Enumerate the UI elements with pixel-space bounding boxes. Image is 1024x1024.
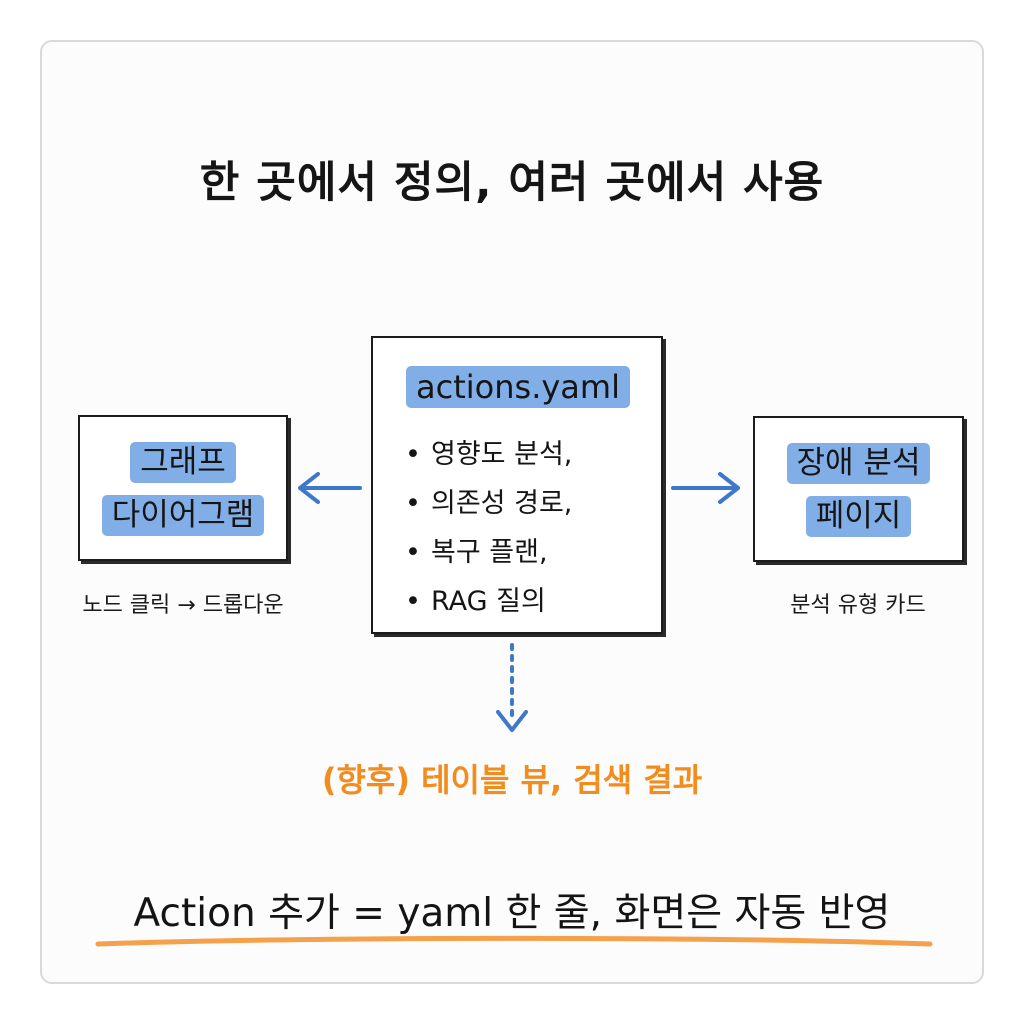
bullet-dot: • [405,488,421,519]
bottom-summary: Action 추가 = yaml 한 줄, 화면은 자동 반영 [133,891,891,936]
diagram-title: 한 곳에서 정의, 여러 곳에서 사용 [199,158,825,208]
bullet-dot: • [405,439,421,470]
graph-diagram-label-line1: 그래프 [130,442,236,484]
action-item: • 의존성 경로, [405,479,572,528]
actions-yaml-box: actions.yaml • 영향도 분석, • 의존성 경로, • 복구 플랜, •… [371,336,663,634]
incident-analysis-label-line1-wrap: 장애 분석 [755,443,962,485]
action-item-label: RAG 질의 [431,586,546,617]
incident-analysis-label-line2: 페이지 [805,496,912,538]
action-item-label: 복구 플랜, [431,537,548,568]
bullet-dot: • [405,537,421,568]
bullet-dot: • [405,586,421,617]
underline-stroke [95,935,933,947]
graph-diagram-label-line2-wrap: 다이어그램 [80,495,286,537]
action-item-label: 영향도 분석, [431,439,573,470]
action-item: • 영향도 분석, [405,430,572,479]
graph-diagram-box: 그래프 다이어그램 [78,415,288,561]
future-note: (향후) 테이블 뷰, 검색 결과 [321,761,703,799]
arrow-left-icon [298,472,320,504]
incident-analysis-caption: 분석 유형 카드 [790,593,926,618]
action-item-label: 의존성 경로, [431,488,573,519]
arrow-right-icon [718,472,740,504]
action-item: • RAG 질의 [405,577,572,626]
actions-yaml-title-wrap: actions.yaml [383,366,653,409]
actions-yaml-title: actions.yaml [406,366,630,409]
graph-diagram-label-line2: 다이어그램 [101,495,265,537]
incident-analysis-box: 장애 분석 페이지 [753,416,964,562]
graph-diagram-caption: 노드 클릭 → 드롭다운 [82,593,284,618]
incident-analysis-label-line1: 장애 분석 [786,443,931,485]
action-item: • 복구 플랜, [405,528,572,577]
actions-list: • 영향도 분석, • 의존성 경로, • 복구 플랜, • RAG 질의 [405,430,572,626]
incident-analysis-label-line2-wrap: 페이지 [755,496,962,538]
graph-diagram-label-line1-wrap: 그래프 [80,442,286,484]
arrow-down-icon [496,710,528,732]
